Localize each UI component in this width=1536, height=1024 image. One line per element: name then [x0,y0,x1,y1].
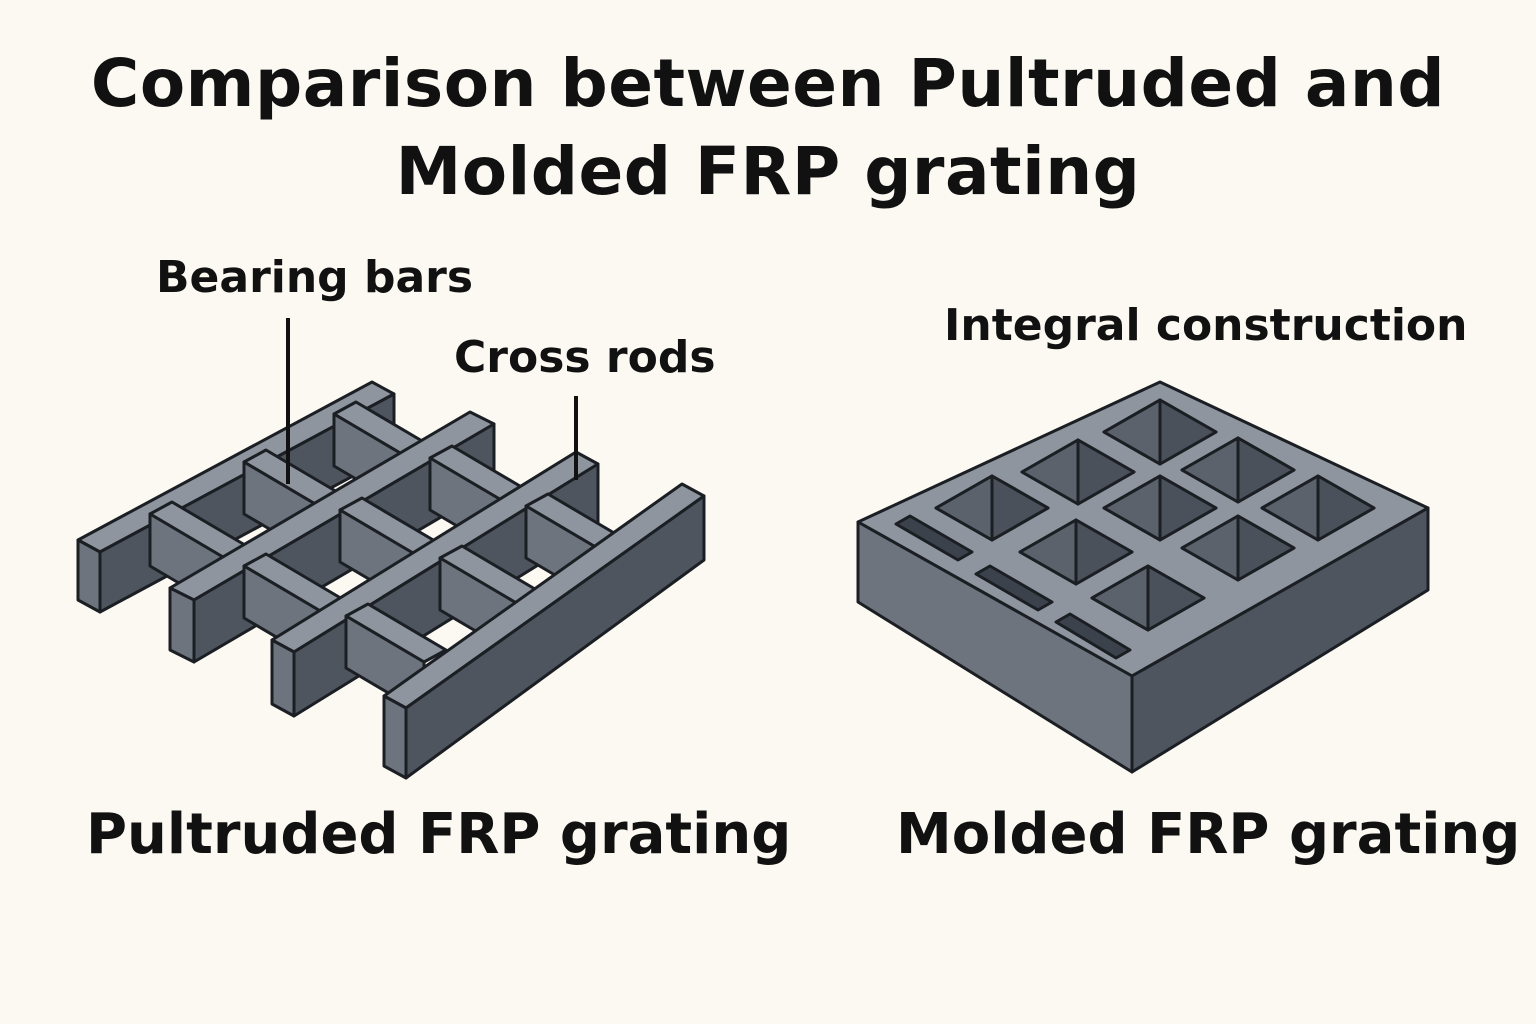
title-line-2: Molded FRP grating [395,133,1141,210]
caption-molded: Molded FRP grating [896,802,1521,867]
molded-cell [934,474,1050,542]
caption-pultruded: Pultruded FRP grating [86,802,792,867]
bearing-bar-4 [382,482,706,780]
molded-cell [1090,564,1206,632]
label-integral-construction: Integral construction [944,300,1468,351]
label-bearing-bars: Bearing bars [156,252,474,303]
molded-cell [1102,398,1218,466]
label-cross-rods: Cross rods [454,332,716,383]
molded-cell [1180,436,1296,504]
molded-cell [1020,438,1136,506]
diagram-title: Comparison between Pultruded and Molded … [0,40,1536,216]
molded-cell [1018,518,1134,586]
molded-cell [1180,514,1296,582]
title-line-1: Comparison between Pultruded and [90,45,1446,122]
molded-cells [934,398,1376,632]
molded-grating-illustration [856,380,1430,774]
molded-edge-slots [894,514,1132,660]
molded-cell [1102,474,1218,542]
molded-right-face [1130,506,1430,774]
molded-cell [1260,474,1376,542]
pultruded-grating-illustration [76,318,706,780]
cross-rods-row-2 [242,444,532,666]
